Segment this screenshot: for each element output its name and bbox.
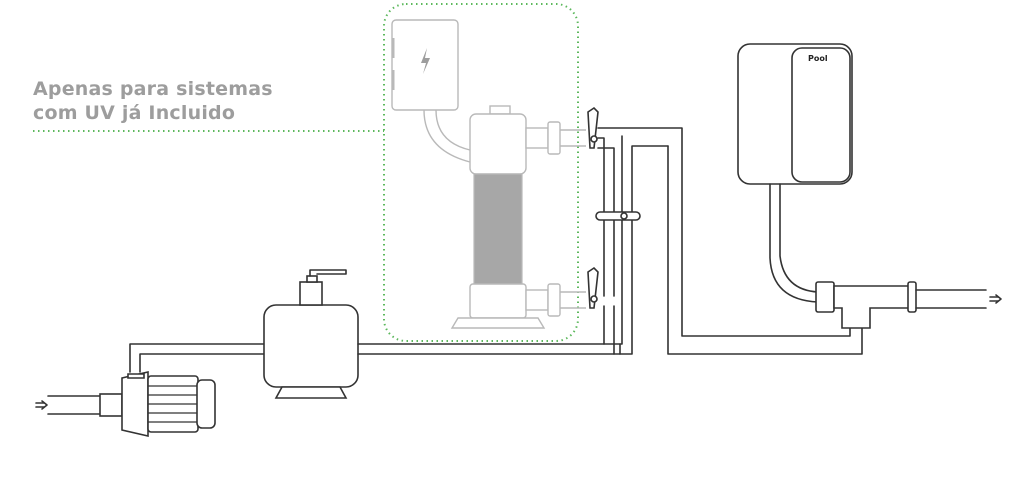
middle-valve xyxy=(595,211,641,221)
uv-sterilizer xyxy=(391,19,586,329)
return-pipe xyxy=(597,127,863,355)
bypass-pipe xyxy=(597,135,669,355)
inlet-arrow-icon xyxy=(35,400,48,410)
sand-filter xyxy=(263,269,359,399)
lower-valve xyxy=(587,266,599,309)
device-logo: Pool xyxy=(808,54,828,63)
uv-note-line-1: Apenas para sistemas xyxy=(33,78,273,100)
uv-note: Apenas para sistemas com UV já Incluido xyxy=(33,77,273,125)
pump-riser-pipe xyxy=(129,343,267,373)
t-fitting xyxy=(815,281,917,329)
outlet-arrow-icon xyxy=(989,294,1002,304)
pool-controller xyxy=(737,43,853,303)
pump xyxy=(99,370,216,438)
uv-section-border xyxy=(383,3,579,342)
uv-note-line-2: com UV já Incluido xyxy=(33,102,236,124)
outlet-pipe xyxy=(915,289,987,309)
lightning-bolt-icon xyxy=(421,48,430,74)
upper-valve xyxy=(587,106,599,149)
inlet-pipe xyxy=(47,395,101,415)
